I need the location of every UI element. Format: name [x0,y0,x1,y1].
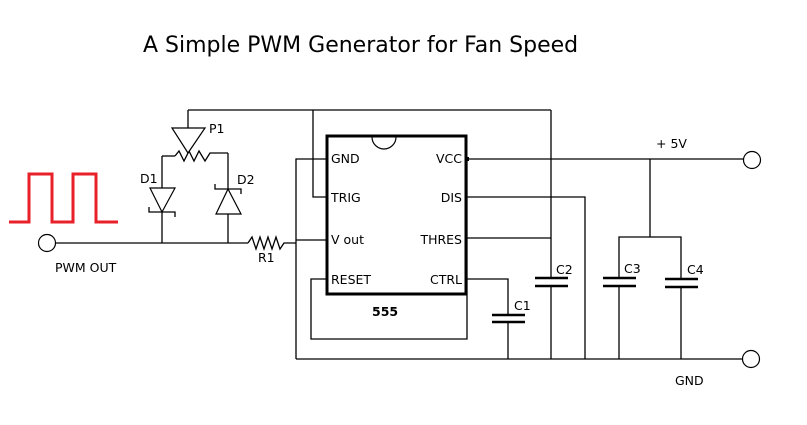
wire [312,110,326,198]
r1-label: R1 [258,250,275,265]
pin-thres: THRES [419,232,462,247]
p1-label: P1 [209,121,225,136]
vcc-label: + 5V [656,136,687,151]
diode-d1 [149,187,177,214]
gnd-label: GND [675,373,704,388]
c4-label: C4 [687,262,704,277]
pin-gnd: GND [331,151,360,166]
c1-label: C1 [514,298,531,313]
wire [466,196,586,359]
wire [618,236,682,278]
pin-vout: V out [331,232,364,247]
c2-label: C2 [556,262,573,277]
pwm-out-label: PWM OUT [55,260,117,275]
pin-ctrl: CTRL [430,272,462,287]
potentiometer-p1 [174,149,228,163]
d1-label: D1 [140,171,158,186]
d2-label: D2 [237,172,255,187]
ic-555 [325,134,468,296]
notch-icon [371,136,397,150]
gnd-terminal[interactable] [741,349,761,369]
pwm-waveform-icon [9,172,118,224]
title-text: A Simple PWM Generator for Fan Speed [143,33,579,58]
wire [295,158,326,359]
zener-bar [148,207,176,217]
pwm-out-terminal[interactable] [37,233,57,253]
diode-d2 [215,187,242,215]
wire [466,278,509,315]
ic-label: 555 [372,304,398,319]
pin-trig: TRIG [330,190,361,205]
resistor-r1 [247,234,296,252]
wiper-arrow-icon [170,127,207,155]
c3-label: C3 [624,261,641,276]
pin-vcc: VCC [436,151,462,166]
pin-reset: RESET [331,272,371,287]
pin-dis: DIS [441,190,462,205]
junction-dot [465,157,469,161]
vcc-terminal[interactable] [742,150,762,170]
